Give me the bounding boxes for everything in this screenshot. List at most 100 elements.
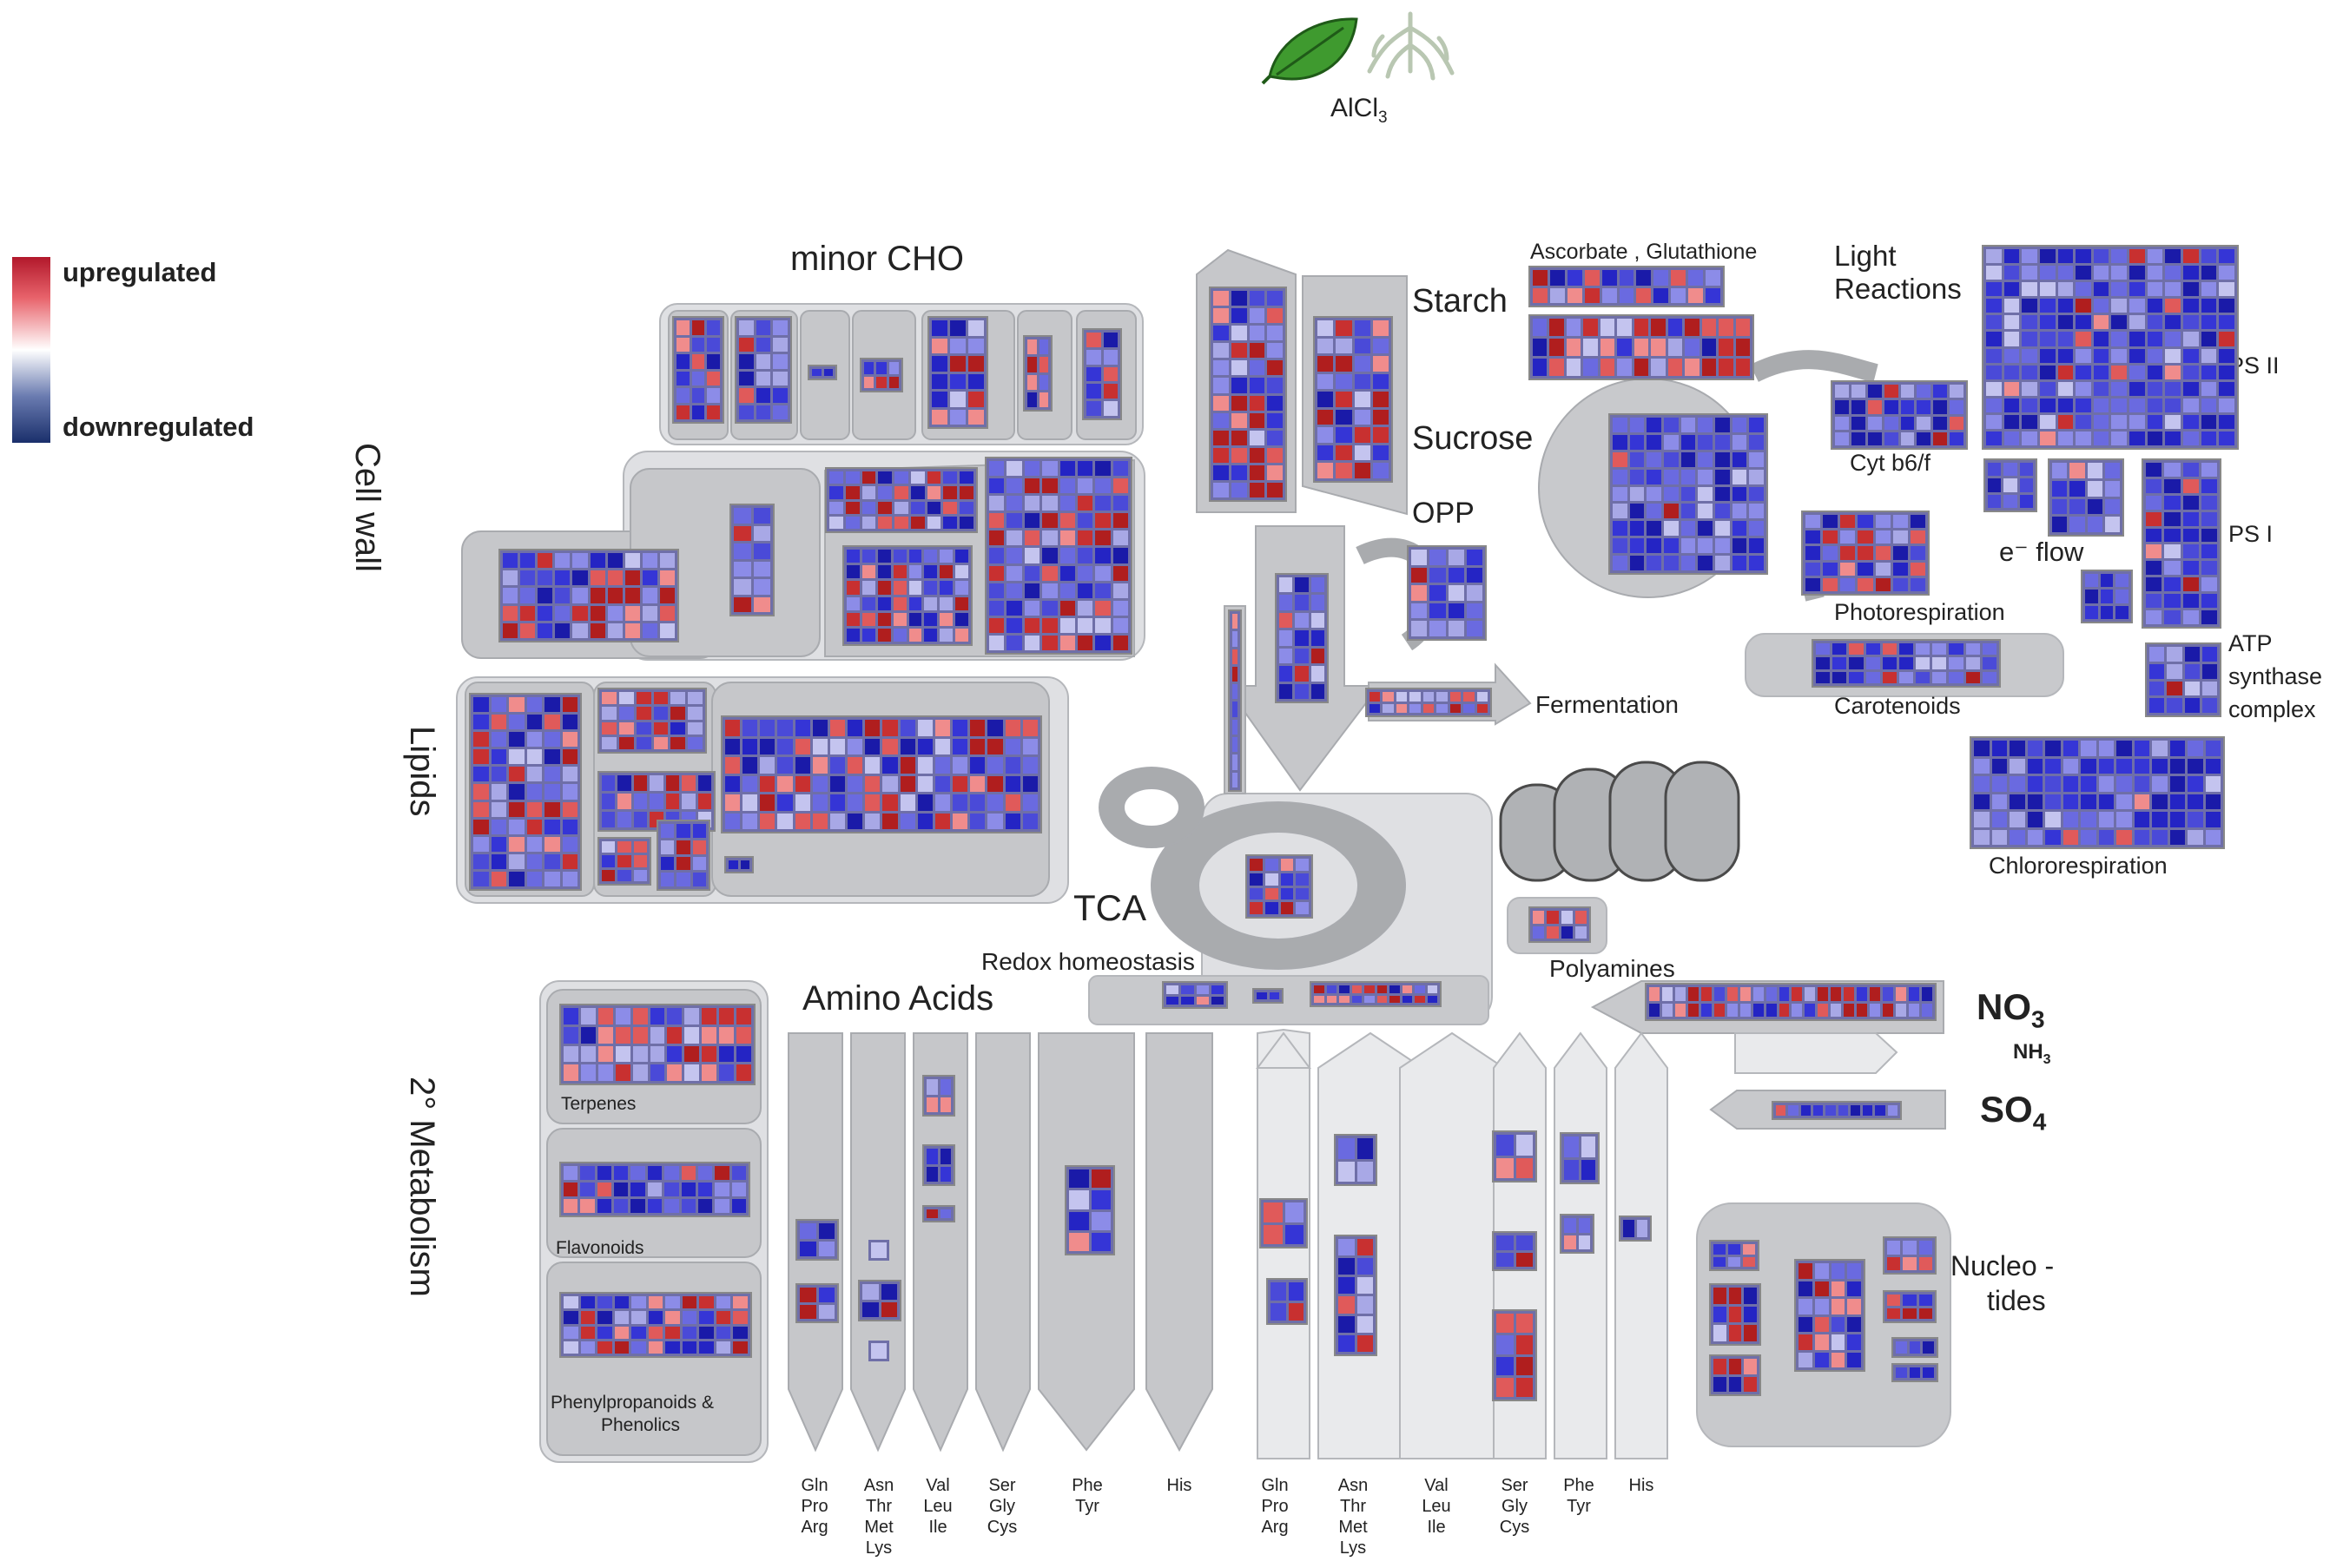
heatmap-cell: [1213, 412, 1229, 428]
heatmap-cell: [1024, 583, 1040, 598]
heatmap-cell: [667, 1064, 683, 1081]
heatmap-cell: [1567, 287, 1582, 303]
heatmap-cell: [2182, 561, 2199, 576]
heatmap-cell: [473, 715, 489, 730]
heatmap-cell: [829, 757, 846, 774]
heatmap-cell: [1059, 513, 1075, 529]
heatmap-cell: [632, 1064, 648, 1081]
heatmap-cell: [950, 392, 966, 407]
heatmap-cell: [2116, 776, 2132, 792]
heatmap-cell: [2147, 299, 2163, 313]
heatmap-cell: [1887, 1241, 1901, 1255]
heatmap-cell: [2076, 381, 2091, 396]
heatmap-cell: [2165, 332, 2181, 346]
heatmap-cell: [2022, 249, 2037, 264]
heatmap-cell: [2098, 829, 2114, 845]
heatmap-cell: [526, 749, 542, 765]
heatmap-cell: [917, 794, 933, 811]
label-atp-2: synthase: [2228, 663, 2323, 689]
heatmap-cell: [1310, 577, 1324, 593]
heatmap-cell: [1411, 567, 1428, 583]
heatmap-cell: [1466, 621, 1482, 636]
heatmap-cell: [1986, 414, 2002, 429]
heatmap-cell: [1213, 482, 1229, 497]
heatmap-cell: [2081, 741, 2096, 756]
heatmap-cell: [1314, 985, 1324, 993]
heatmap-cell: [1466, 550, 1482, 565]
heatmap-cell: [544, 715, 560, 730]
heatmap-cell: [812, 794, 828, 811]
heatmap-cell: [1636, 270, 1652, 286]
heatmap-cell: [1415, 985, 1425, 993]
heatmap-cell: [1728, 1306, 1742, 1323]
heatmap-cell: [1805, 515, 1821, 529]
heatmap-cell: [1463, 692, 1475, 702]
label-phenolics: Phenolics: [601, 1415, 681, 1435]
heatmap-cell: [1831, 1334, 1845, 1350]
heatmap-block: [1560, 1132, 1600, 1184]
heatmap-cell: [1264, 873, 1278, 886]
heatmap-cell: [509, 819, 525, 834]
heatmap-cell: [1024, 496, 1040, 511]
heatmap-cell: [1896, 1367, 1907, 1378]
heatmap-cell: [953, 775, 968, 792]
heatmap-cell: [731, 1183, 746, 1196]
heatmap-cell: [1515, 1252, 1533, 1267]
heatmap-cell: [2003, 398, 2020, 412]
heatmap-cell: [910, 501, 925, 514]
heatmap-cell: [2201, 332, 2217, 346]
heatmap-cell: [934, 794, 951, 811]
heatmap-cell: [1006, 496, 1022, 511]
heatmap-cell: [1831, 1003, 1842, 1017]
heatmap-cell: [1814, 1299, 1829, 1314]
heatmap-cell: [1166, 985, 1179, 994]
heatmap-cell: [2188, 776, 2203, 792]
heatmap-cell: [900, 738, 915, 754]
heatmap-cell: [1249, 360, 1265, 376]
heatmap-cell: [2146, 463, 2162, 477]
heatmap-cell: [2152, 829, 2168, 845]
heatmap-cell: [1448, 603, 1464, 619]
heatmap-cell: [1896, 1341, 1907, 1354]
heatmap-cell: [1792, 1003, 1803, 1017]
heatmap-cell: [1732, 451, 1747, 467]
heatmap-cell: [1496, 1135, 1514, 1156]
heatmap-cell: [2201, 594, 2217, 609]
heatmap-cell: [2201, 663, 2217, 679]
heatmap-cell: [1310, 595, 1324, 610]
heatmap-cell: [1515, 1157, 1533, 1178]
heatmap-cell: [1728, 1376, 1742, 1392]
heatmap-block: [1528, 314, 1754, 380]
heatmap-cell: [688, 707, 703, 720]
heatmap-cell: [1680, 538, 1696, 554]
heatmap-block: [1065, 1165, 1115, 1255]
heatmap-cell: [2219, 299, 2234, 313]
heatmap-cell: [1647, 504, 1661, 519]
heatmap-cell: [1448, 567, 1464, 583]
heatmap-cell: [2147, 431, 2163, 445]
heatmap-cell: [1671, 287, 1686, 303]
heatmap-cell: [1663, 486, 1679, 502]
heatmap-cell: [2098, 741, 2114, 756]
heatmap-cell: [1561, 911, 1573, 924]
heatmap-cell: [847, 596, 860, 610]
heatmap-cell: [1974, 758, 1990, 774]
heatmap-cell: [1617, 339, 1632, 356]
heatmap-cell: [742, 794, 758, 811]
heatmap-cell: [2201, 647, 2217, 662]
heatmap-cell: [1798, 1352, 1812, 1367]
heatmap-cell: [664, 1166, 679, 1180]
heatmap-cell: [1422, 692, 1435, 702]
heatmap-cell: [665, 775, 680, 791]
heatmap-cell: [1317, 445, 1334, 461]
heatmap-cell: [2205, 741, 2221, 756]
heatmap-cell: [1949, 671, 1964, 683]
heatmap-cell: [1647, 556, 1661, 570]
heatmap-cell: [491, 749, 506, 765]
heatmap-cell: [894, 486, 908, 499]
heatmap-cell: [473, 697, 489, 713]
heatmap-cell: [1714, 451, 1730, 467]
heatmap-cell: [756, 320, 771, 335]
heatmap-cell: [580, 1296, 596, 1309]
heatmap-cell: [2188, 829, 2203, 845]
